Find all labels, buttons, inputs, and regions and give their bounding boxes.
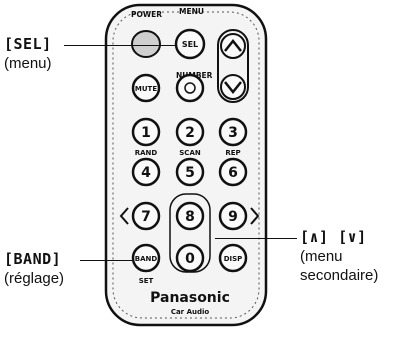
key-8[interactable]: 8 [175, 201, 205, 231]
key-9-label: 9 [228, 209, 238, 225]
band-leader-line [80, 260, 133, 261]
key-1[interactable]: 1 [131, 117, 161, 147]
updown-callout: [∧] [∨] (menu secondaire) [300, 228, 378, 285]
updown-callout-title: [∧] [∨] [300, 228, 367, 246]
number-button[interactable] [175, 73, 205, 103]
band-callout-subtitle: (réglage) [4, 270, 65, 287]
key-1-label: 1 [141, 125, 151, 141]
key-4-label: 4 [141, 165, 151, 181]
key-0-label: 0 [185, 251, 195, 267]
mute-button[interactable]: MUTE [131, 73, 161, 103]
chevron-left-icon [119, 207, 129, 225]
band-callout: [BAND] (réglage) [4, 250, 64, 288]
updown-callout-subtitle-2: secondaire) [300, 267, 379, 284]
key-8-label: 8 [185, 209, 195, 225]
brand-line: Car Audio [171, 308, 210, 316]
sel-button[interactable]: SEL [174, 28, 206, 60]
scan-label: SCAN [179, 149, 201, 157]
key-5[interactable]: 5 [175, 157, 205, 187]
key-2[interactable]: 2 [175, 117, 205, 147]
chevron-right-icon [250, 207, 260, 225]
updown-pill [217, 29, 249, 103]
sel-callout-title: [SEL] [4, 35, 52, 53]
key-2-label: 2 [185, 125, 195, 141]
key-3[interactable]: 3 [218, 117, 248, 147]
key-0[interactable]: 0 [175, 243, 205, 273]
set-label: SET [139, 277, 154, 285]
updown-leader-line [215, 238, 297, 239]
chevron-down-icon [224, 81, 242, 95]
brand-name: Panasonic [150, 290, 230, 306]
key-6[interactable]: 6 [218, 157, 248, 187]
menu-label: MENU [179, 7, 204, 16]
disp-key-label: DISP [224, 255, 243, 263]
up-button[interactable] [220, 33, 246, 59]
updown-callout-subtitle-1: (menu [300, 248, 343, 265]
power-button[interactable] [131, 30, 161, 58]
sel-callout: [SEL] (menu) [4, 35, 52, 73]
band-callout-title: [BAND] [4, 250, 62, 268]
key-7-label: 7 [141, 209, 151, 225]
key-4[interactable]: 4 [131, 157, 161, 187]
chevron-up-icon [224, 38, 242, 52]
key-3-label: 3 [228, 125, 238, 141]
band-button[interactable]: BAND [131, 243, 161, 273]
sel-leader-line [64, 45, 176, 46]
key-5-label: 5 [185, 165, 195, 181]
power-label: POWER [131, 10, 162, 19]
down-button[interactable] [220, 74, 246, 100]
rand-label: RAND [135, 149, 158, 157]
key-6-label: 6 [228, 165, 238, 181]
disp-button[interactable]: DISP [218, 243, 248, 273]
key-7[interactable]: 7 [131, 201, 161, 231]
band-key-label: BAND [135, 255, 158, 263]
rep-label: REP [225, 149, 240, 157]
sel-key-label: SEL [182, 40, 198, 49]
sel-callout-subtitle: (menu) [4, 55, 52, 72]
key-9[interactable]: 9 [218, 201, 248, 231]
mute-key-label: MUTE [135, 85, 157, 93]
